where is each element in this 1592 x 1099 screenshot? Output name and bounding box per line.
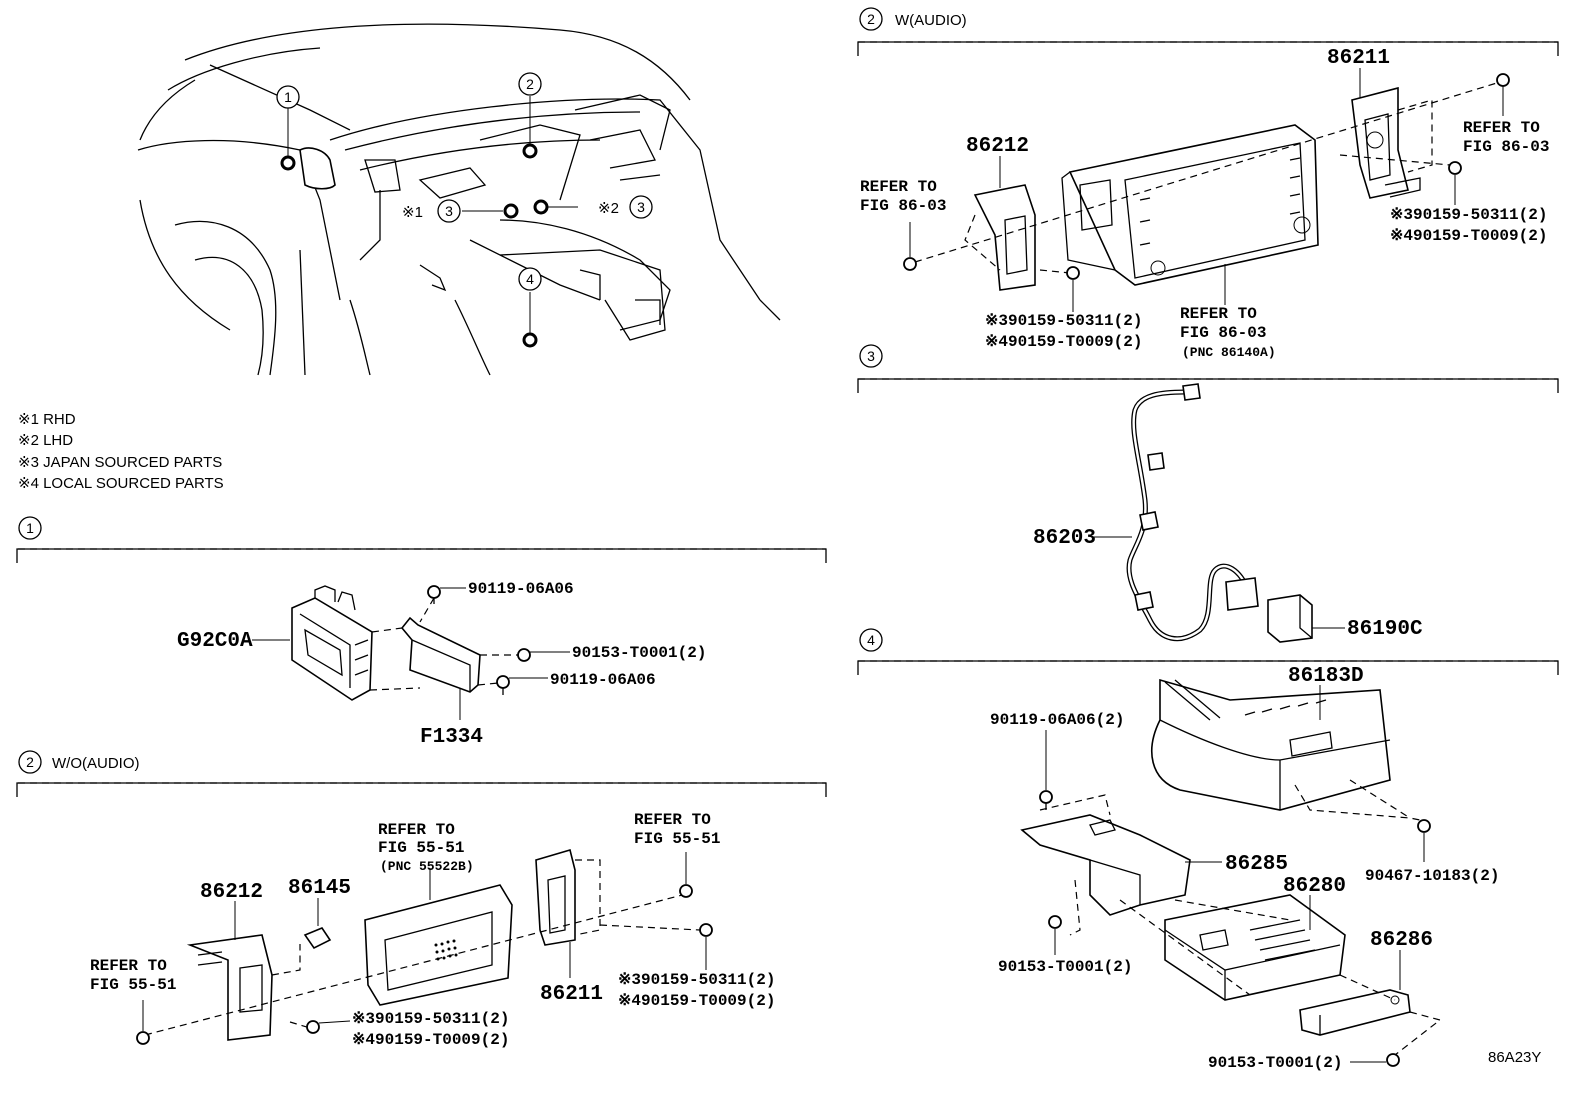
screw-w-bottom-2: ※490159-T0009(2) bbox=[985, 333, 1142, 351]
section-4: 4 86183D 86285 86280 8628 bbox=[857, 628, 1559, 1072]
section-2w-number: 2 bbox=[867, 11, 875, 27]
screw-wo-bottom-2: ※490159-T0009(2) bbox=[352, 1031, 509, 1049]
overview-marker-4: 4 bbox=[526, 271, 534, 287]
part-86183d: 86183D bbox=[1288, 665, 1364, 688]
part-g92c0a: G92C0A bbox=[177, 630, 253, 653]
overview-note-1: ※1 bbox=[402, 204, 423, 221]
ref-left-line2: FIG 55-51 bbox=[90, 976, 176, 994]
overview-note-2: ※2 bbox=[598, 200, 619, 217]
vehicle-interior-illustration: 1 2 ※1 3 ※2 3 4 bbox=[137, 23, 781, 376]
part-90467-10183: 90467-10183(2) bbox=[1365, 867, 1499, 885]
ref-w-right-line2: FIG 86-03 bbox=[1463, 138, 1549, 156]
ref-right-line2: FIG 55-51 bbox=[634, 830, 720, 848]
note-rhd: ※1 RHD bbox=[18, 411, 76, 428]
part-86212-wo: 86212 bbox=[200, 881, 263, 904]
section-2w-title: W(AUDIO) bbox=[895, 12, 967, 29]
part-86212-w: 86212 bbox=[966, 135, 1029, 158]
section-3: 3 86203 86190C bbox=[857, 344, 1559, 643]
part-90119-06a06-top: 90119-06A06 bbox=[468, 580, 574, 598]
ref-left-line1: REFER TO bbox=[90, 957, 167, 975]
section-1-number: 1 bbox=[26, 520, 34, 536]
screw-wo-right-2: ※490159-T0009(2) bbox=[618, 992, 775, 1010]
ref-w-bottom-line1: REFER TO bbox=[1180, 305, 1257, 323]
part-86211-wo: 86211 bbox=[540, 983, 603, 1006]
note-local: ※4 LOCAL SOURCED PARTS bbox=[18, 475, 224, 492]
part-86145: 86145 bbox=[288, 877, 351, 900]
notes-legend: ※1 RHD ※2 LHD ※3 JAPAN SOURCED PARTS ※4 … bbox=[18, 411, 224, 492]
section-2-with-audio: 2 W(AUDIO) REFER TO FIG 86-03 (PNC 86140… bbox=[857, 7, 1559, 360]
part-f1334: F1334 bbox=[420, 726, 483, 749]
ref-center-line2: FIG 55-51 bbox=[378, 839, 464, 857]
screw-wo-bottom-1: ※390159-50311(2) bbox=[352, 1010, 509, 1028]
overview-marker-3a: 3 bbox=[445, 203, 453, 219]
part-86286: 86286 bbox=[1370, 929, 1433, 952]
part-90153-t0001: 90153-T0001(2) bbox=[572, 644, 706, 662]
overview-marker-3b: 3 bbox=[637, 199, 645, 215]
ref-w-bottom-line2: FIG 86-03 bbox=[1180, 324, 1266, 342]
screw-w-right-2: ※490159-T0009(2) bbox=[1390, 227, 1547, 245]
part-86190c: 86190C bbox=[1347, 618, 1423, 641]
ref-w-left-line2: FIG 86-03 bbox=[860, 197, 946, 215]
section-4-number: 4 bbox=[867, 632, 875, 648]
part-86280: 86280 bbox=[1283, 875, 1346, 898]
note-japan: ※3 JAPAN SOURCED PARTS bbox=[18, 454, 222, 471]
part-90153-t0001-left: 90153-T0001(2) bbox=[998, 958, 1132, 976]
ref-center-line1: REFER TO bbox=[378, 821, 455, 839]
part-86285: 86285 bbox=[1225, 853, 1288, 876]
note-lhd: ※2 LHD bbox=[18, 432, 73, 449]
part-90153-t0001-bottom: 90153-T0001(2) bbox=[1208, 1054, 1342, 1072]
screw-wo-right-1: ※390159-50311(2) bbox=[618, 971, 775, 989]
section-1: 1 G92C0A F1334 90119-06A06 90153-T0001(2… bbox=[16, 516, 827, 749]
screw-w-right-1: ※390159-50311(2) bbox=[1390, 206, 1547, 224]
ref-center-line3: (PNC 55522B) bbox=[380, 859, 474, 874]
overview-marker-1: 1 bbox=[284, 89, 292, 105]
part-90119-06a06-bottom: 90119-06A06 bbox=[550, 671, 656, 689]
ref-w-left-line1: REFER TO bbox=[860, 178, 937, 196]
part-86203: 86203 bbox=[1033, 527, 1096, 550]
section-2wo-title: W/O(AUDIO) bbox=[52, 755, 140, 772]
part-90119-06a06-s4: 90119-06A06(2) bbox=[990, 711, 1124, 729]
figure-code: 86A23Y bbox=[1488, 1049, 1541, 1066]
screw-w-bottom-1: ※390159-50311(2) bbox=[985, 312, 1142, 330]
ref-w-bottom-line3: (PNC 86140A) bbox=[1182, 345, 1276, 360]
part-86211-w: 86211 bbox=[1327, 47, 1390, 70]
overview-marker-2: 2 bbox=[526, 76, 534, 92]
section-2wo-number: 2 bbox=[26, 754, 34, 770]
section-3-number: 3 bbox=[867, 348, 875, 364]
ref-w-right-line1: REFER TO bbox=[1463, 119, 1540, 137]
ref-right-line1: REFER TO bbox=[634, 811, 711, 829]
section-2-without-audio: 2 W/O(AUDIO) 86212 86145 REFER TO FIG 55… bbox=[16, 750, 827, 1049]
